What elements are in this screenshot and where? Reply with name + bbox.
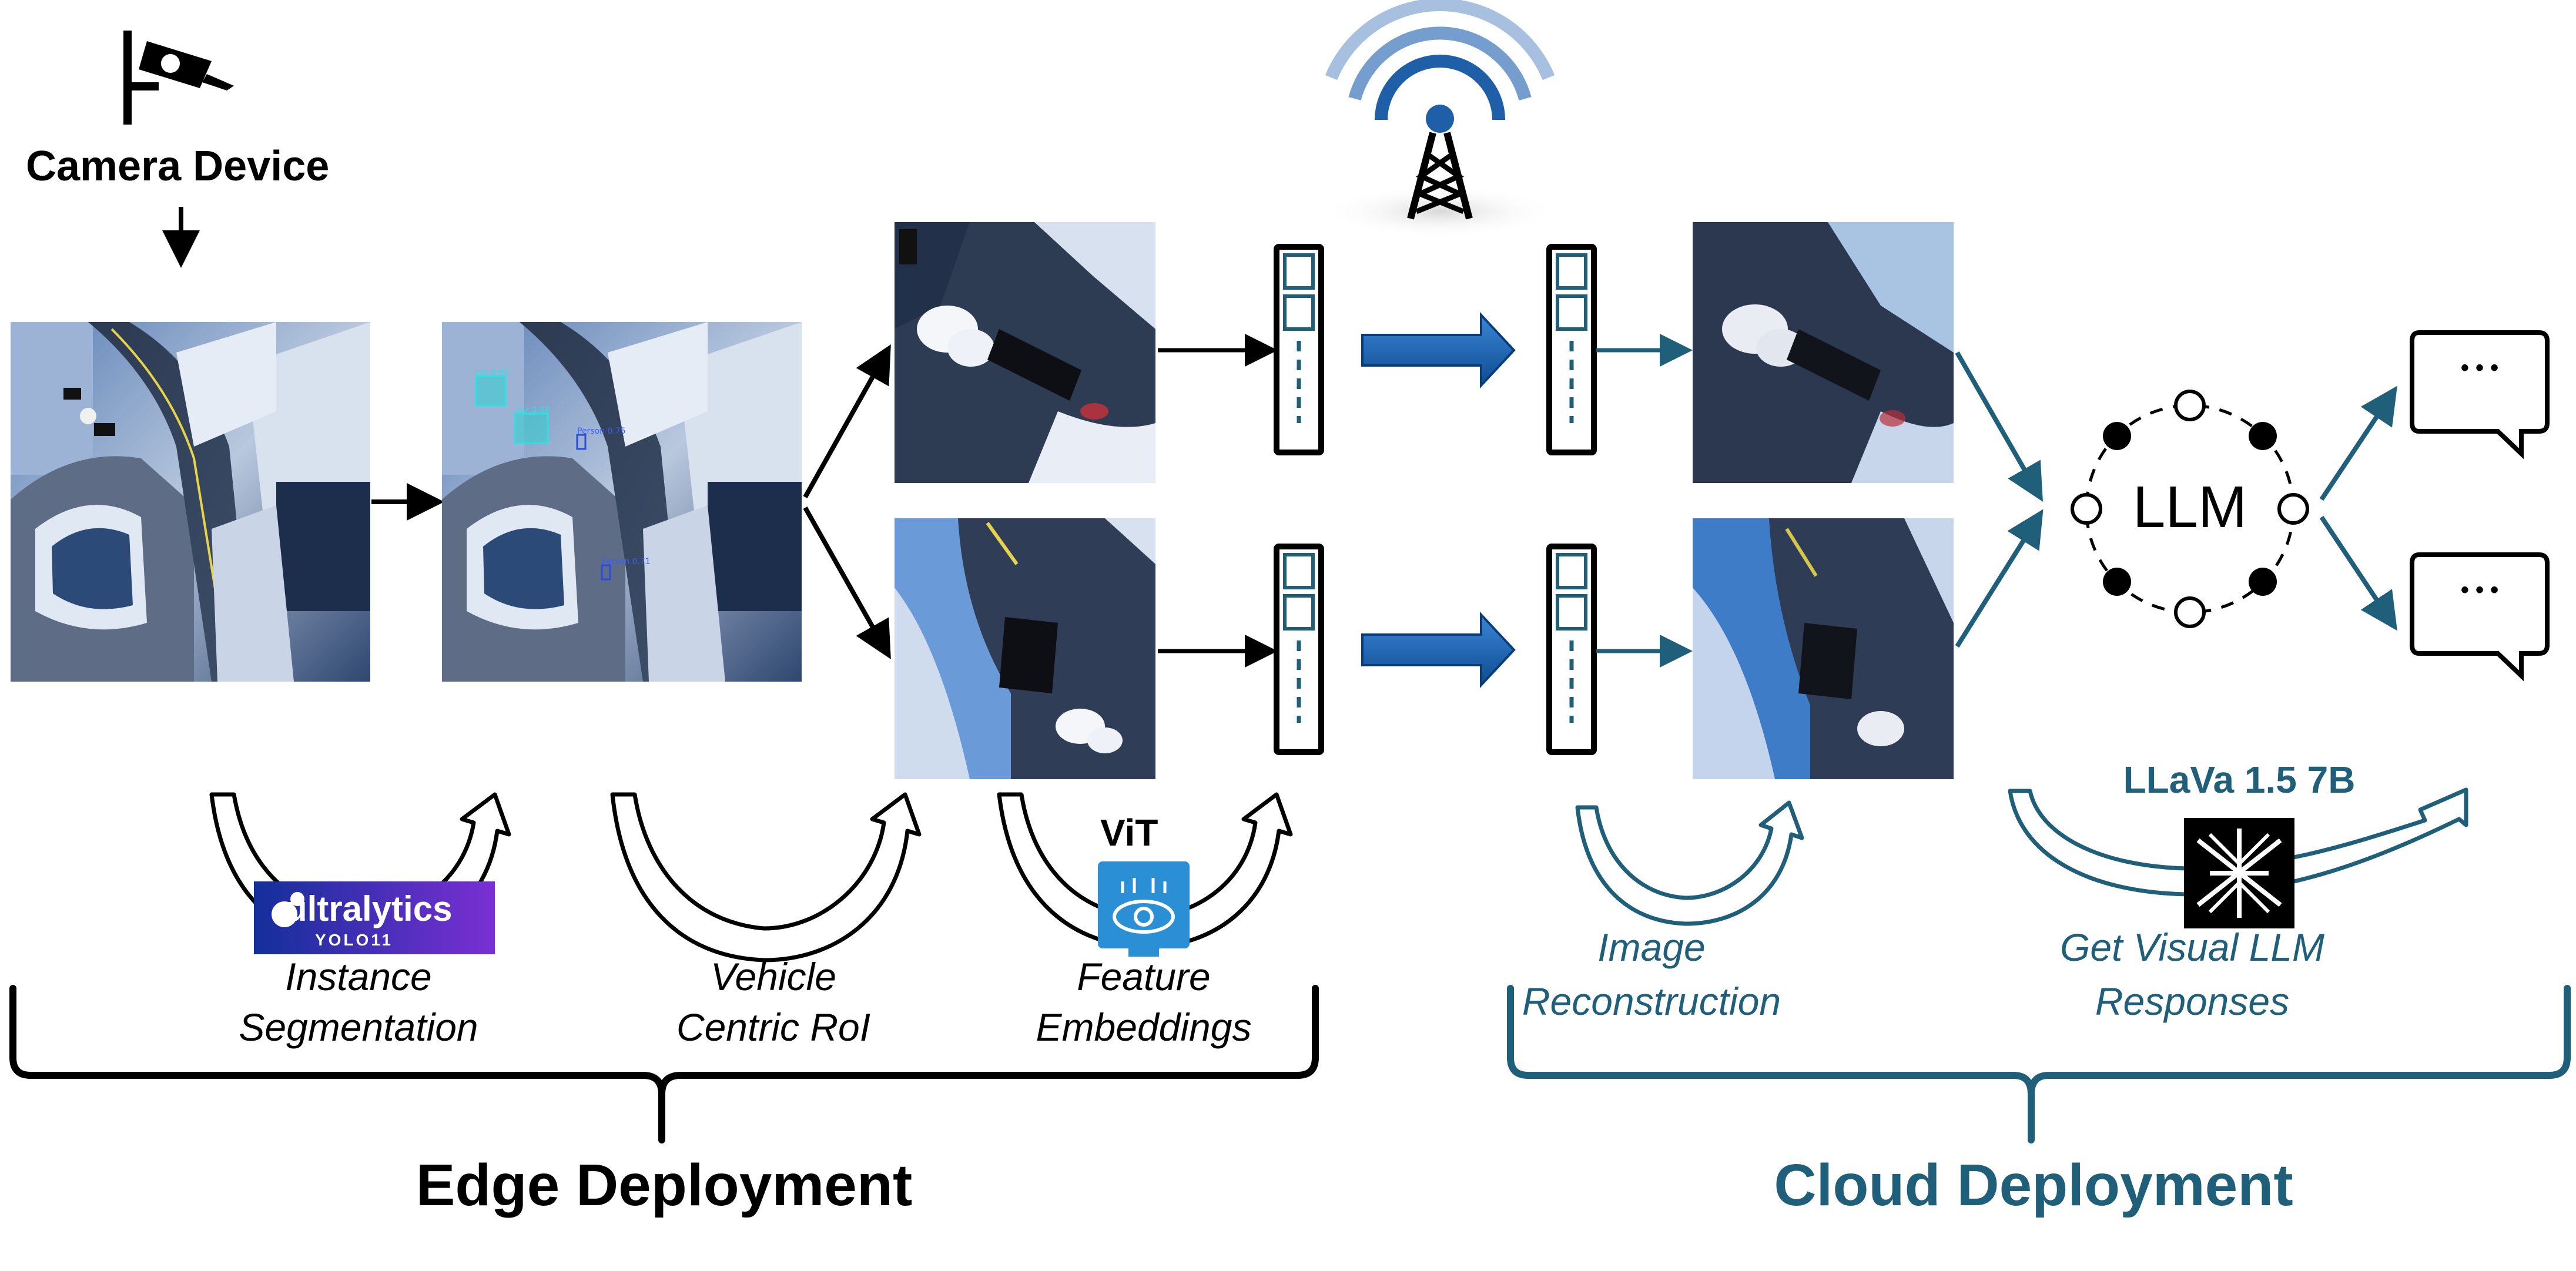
process-arrow-embedding [997, 792, 1293, 950]
reconstructed-crop-bottom [1693, 518, 1954, 779]
response-bubble-icon [2410, 552, 2550, 682]
step-label-embedding-1: Feature [1077, 955, 1211, 998]
arrow-to-llm-bottom [1955, 509, 2044, 648]
process-arrow-reconstruction [1575, 800, 1804, 926]
step-label-roi-1: Vehicle [710, 955, 837, 998]
edge-brace [9, 985, 1319, 1143]
detection-label: car 0.95 [475, 368, 509, 377]
reconstructed-crop-top [1693, 222, 1954, 483]
ultralytics-logo-text: ultralytics [286, 889, 453, 928]
camera-label: Camera Device [26, 143, 330, 190]
step-label-llm-1: Get Visual LLM [2059, 925, 2324, 969]
llm-node-icon [2071, 390, 2309, 628]
step-label-embedding-2: Embeddings [1036, 1005, 1252, 1049]
detection-label: car 0.88 [516, 405, 550, 415]
process-arrow-llm [2008, 787, 2468, 897]
received-vector-top [1546, 244, 1597, 455]
response-bubble-icon [2410, 330, 2550, 460]
llava-tag: LLaVa 1.5 7B [2123, 759, 2356, 801]
detection-label: Person 0.71 [602, 557, 651, 566]
yolo-logo-text: YOLO11 [315, 931, 393, 949]
vit-eye-icon [1098, 861, 1190, 957]
detection-label: Person 0.75 [577, 427, 626, 436]
embedding-vector-top [1274, 244, 1324, 455]
antenna-tower-icon [1325, 0, 1555, 220]
llm-label: LLM [2132, 474, 2247, 540]
transmit-arrow-top [1361, 311, 1516, 389]
vehicle-crop-bottom [895, 518, 1155, 779]
step-label-reconstruction-1: Image [1597, 925, 1706, 969]
arrow-to-response-top [2319, 385, 2397, 501]
step-label-segmentation-2: Segmentation [239, 1005, 478, 1049]
response-bubble-text: • • • [2460, 577, 2499, 603]
cloud-deployment-title: Cloud Deployment [1774, 1152, 2293, 1218]
llava-logo [2184, 818, 2294, 928]
arrow-to-response-bottom [2319, 515, 2397, 631]
detection-frame-image [442, 322, 802, 682]
camera-icon [123, 31, 234, 125]
step-label-segmentation-1: Instance [285, 955, 432, 998]
process-arrow-roi [610, 792, 922, 963]
response-bubble-text: • • • [2460, 355, 2499, 381]
step-label-roi-2: Centric RoI [676, 1005, 871, 1049]
received-vector-bottom [1546, 544, 1597, 755]
ultralytics-logo [254, 881, 495, 954]
step-label-reconstruction-2: Reconstruction [1522, 980, 1781, 1023]
arrow-to-llm-top [1955, 351, 2043, 502]
edge-deployment-title: Edge Deployment [416, 1152, 913, 1218]
tower-shadow [1322, 185, 1557, 239]
vit-tag: ViT [1100, 811, 1158, 854]
transmit-arrow-bottom [1361, 611, 1516, 689]
arrow-to-crop-bottom [803, 507, 891, 659]
step-label-llm-2: Responses [2095, 980, 2290, 1023]
input-frame-image [11, 322, 370, 682]
arrow-to-crop-top [803, 344, 891, 498]
embedding-vector-bottom [1274, 544, 1324, 755]
cloud-brace [1507, 985, 2571, 1143]
vehicle-crop-top [895, 222, 1155, 483]
